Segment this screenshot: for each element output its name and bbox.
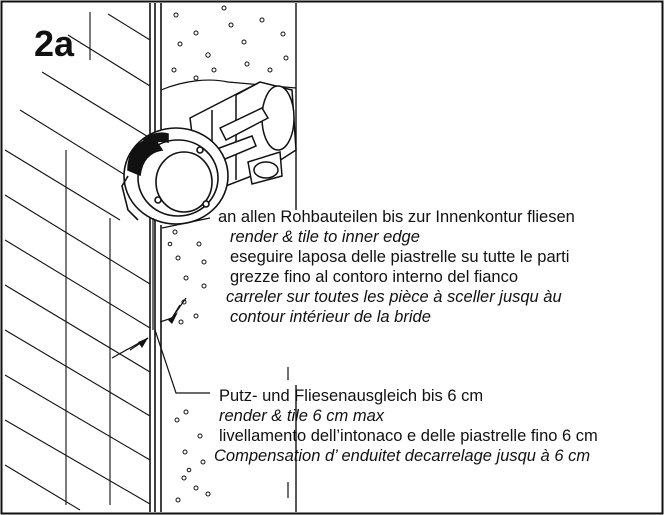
wall-layers (149, 3, 162, 512)
note-compensation-6cm: Putz- und Fliesenausgleich bis 6 cm rend… (214, 386, 598, 466)
fitting-flange (121, 127, 229, 225)
note-comp-fr: Compensation d’ enduitet decarrelage jus… (214, 447, 591, 465)
note-edge-de: an allen Rohbauteilen bis zur Innenkontu… (218, 208, 575, 226)
aggregate-specks (167, 5, 289, 503)
note-comp-de: Putz- und Fliesenausgleich bis 6 cm (219, 387, 484, 405)
dimension-arrows (138, 312, 178, 348)
leader-compensation (154, 329, 289, 498)
note-edge-en: render & tile to inner edge (230, 228, 420, 246)
tile-joints (65, 12, 111, 505)
recess-outline (160, 79, 297, 91)
figure-label: 2a (34, 23, 75, 64)
tile-lines (4, 13, 151, 511)
note-edge-fr-2: contour intérieur de la bride (230, 308, 431, 326)
note-edge-it-2: grezze fino al contoro interno del fianc… (230, 268, 519, 286)
note-edge-it-1: eseguire laposa delle piastrelle su tutt… (230, 248, 570, 266)
note-comp-en: render & tile 6 cm max (219, 407, 385, 425)
note-comp-it: livellamento dell’intonaco e delle piast… (219, 427, 598, 445)
note-edge-fr-1: carreler sur toutes les pièce à sceller … (226, 288, 562, 306)
note-render-to-inner-edge: an allen Rohbauteilen bis zur Innenkontu… (218, 207, 575, 327)
